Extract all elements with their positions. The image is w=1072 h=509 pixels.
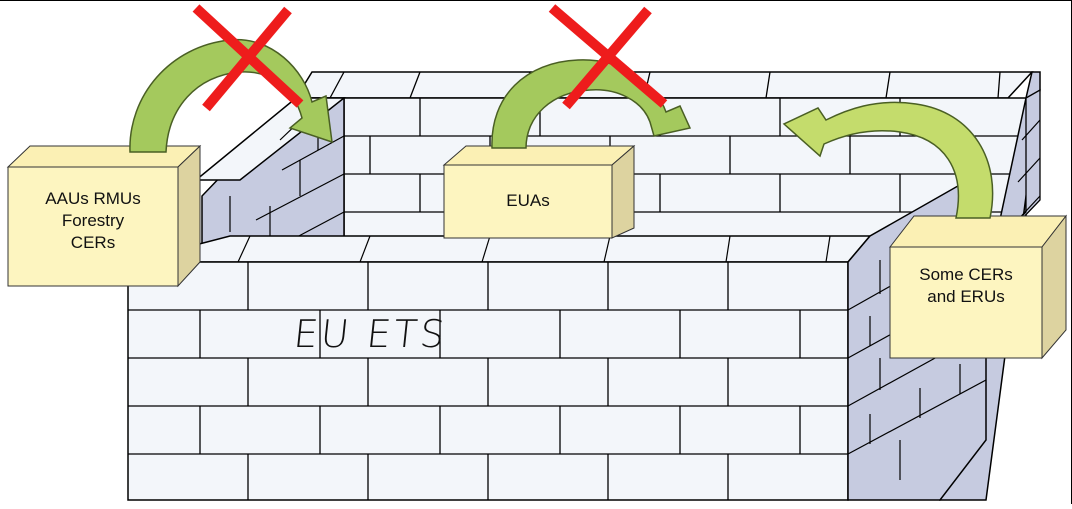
box-euas-label: EUAs <box>444 190 612 212</box>
box-outside-left-label: AAUs RMUs Forestry CERs <box>8 188 178 254</box>
wall-label: EU ETS <box>292 312 450 356</box>
box-outside-right-label: Some CERs and ERUs <box>890 264 1042 308</box>
